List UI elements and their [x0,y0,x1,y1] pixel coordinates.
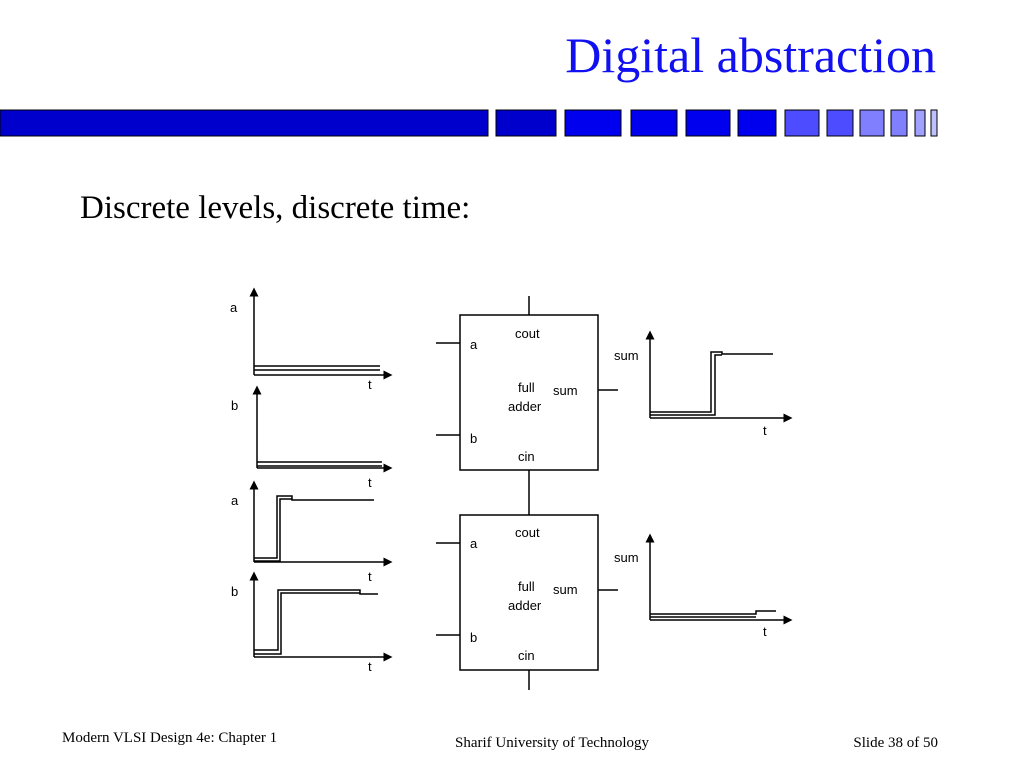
bar-block [784,109,820,137]
waveform-b-top [252,385,393,473]
adder-name-line1: full [518,380,535,395]
label-t: t [368,377,372,392]
bar-block [930,109,938,137]
label-b: b [231,398,238,413]
bar-block [495,109,557,137]
bar-block [826,109,854,137]
waveform-a-top [249,287,393,380]
bar-block [737,109,777,137]
label-sum: sum [614,550,639,565]
label-t: t [763,423,767,438]
label-b: b [231,584,238,599]
adder-a-label: a [470,337,478,352]
adder-sum-label: sum [553,383,578,398]
adder-cout-label: cout [515,326,540,341]
bar-block [890,109,908,137]
bar-block [630,109,678,137]
bar-block [859,109,885,137]
bar-block [914,109,926,137]
label-a: a [230,300,238,315]
waveform-a-bottom [249,480,393,567]
adder-name-line2: adder [508,598,542,613]
adder-cin-label: cin [518,648,535,663]
adder-cin-label: cin [518,449,535,464]
waveform-sum-top [645,330,793,423]
slide-subtitle: Discrete levels, discrete time: [80,190,471,226]
waveform-b-bottom [249,571,393,662]
adder-cout-label: cout [515,525,540,540]
label-sum: sum [614,348,639,363]
adder-b-label: b [470,431,477,446]
label-t: t [368,569,372,584]
adder-sum-label: sum [553,582,578,597]
footer-course: Modern VLSI Design 4e: Chapter 1 [62,730,278,746]
decorative-bar-strip [0,109,938,137]
adder-name-line2: adder [508,399,542,414]
adder-name-line1: full [518,579,535,594]
label-t: t [368,475,372,490]
bar-block [685,109,731,137]
full-adder-bottom [436,514,618,690]
waveform-sum-bottom [645,533,793,625]
label-a: a [231,493,239,508]
slide-title: Digital abstraction [565,27,936,83]
full-adder-top [436,296,618,515]
bar-block [564,109,622,137]
bar-long [0,109,489,137]
footer-university: Sharif University of Technology [455,735,650,751]
adder-a-label: a [470,536,478,551]
label-t: t [763,624,767,639]
label-t: t [368,659,372,674]
adder-b-label: b [470,630,477,645]
footer-slide-number: Slide 38 of 50 [853,735,938,751]
adder-waveform-diagram: a t b t a t b t cout a full adder sum b … [230,287,793,690]
